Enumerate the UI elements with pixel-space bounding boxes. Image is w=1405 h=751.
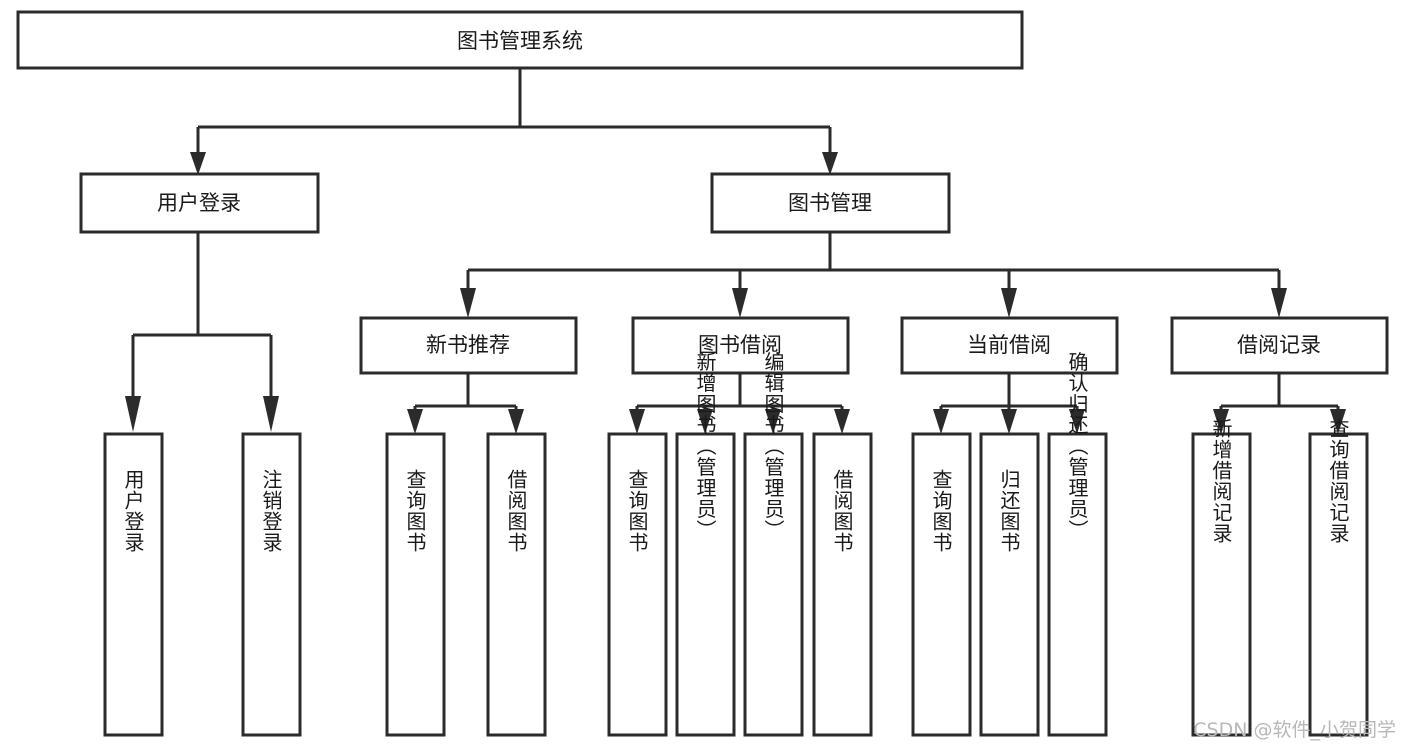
node-leaf-add-record-box[interactable] xyxy=(1191,432,1252,737)
node-leaf-borrow-book-1-label: 借阅图书 xyxy=(504,469,528,553)
arrow-head-leaf-query-book-1 xyxy=(407,409,423,434)
node-leaf-add-book-box[interactable] xyxy=(675,432,736,737)
node-leaf-query-record[interactable]: 查询借阅记录 xyxy=(1308,418,1369,737)
node-book-borrow-label: 图书借阅 xyxy=(698,333,782,357)
node-leaf-return-book-label: 归还图书 xyxy=(997,469,1021,553)
node-leaf-user-login-label: 用户登录 xyxy=(121,469,145,553)
arrow-head-leaf-query-book-3 xyxy=(933,409,949,434)
node-leaf-confirm-return-label: 确认归还（管理员） xyxy=(1065,351,1089,540)
arrow-head-new-book-rec xyxy=(460,288,476,318)
node-leaf-borrow-book-2-box[interactable] xyxy=(812,432,873,737)
node-borrow-record[interactable]: 借阅记录 xyxy=(1170,316,1389,375)
node-book-manage[interactable]: 图书管理 xyxy=(710,172,951,234)
node-leaf-query-book-1-box[interactable] xyxy=(385,432,446,737)
node-leaf-confirm-return-box[interactable] xyxy=(1047,432,1108,737)
node-leaf-query-book-3[interactable]: 查询图书 xyxy=(911,432,972,737)
node-leaf-logout-label: 注销登录 xyxy=(259,469,283,553)
arrow-head-leaf-borrow-book-1 xyxy=(508,409,524,434)
arrow-head-leaf-user-login xyxy=(125,396,141,432)
arrow-head-leaf-query-book-2 xyxy=(629,409,645,434)
node-leaf-query-book-3-box[interactable] xyxy=(911,432,972,737)
node-current-borrow[interactable]: 当前借阅 xyxy=(900,316,1119,375)
arrow-head-book-manage xyxy=(822,152,838,175)
node-leaf-query-book-2[interactable]: 查询图书 xyxy=(607,432,668,737)
node-leaf-query-record-label: 查询借阅记录 xyxy=(1326,418,1350,544)
node-leaf-borrow-book-1[interactable]: 借阅图书 xyxy=(486,432,547,737)
node-leaf-user-login-box[interactable] xyxy=(103,432,164,737)
node-leaf-query-book-1-label: 查询图书 xyxy=(403,469,427,553)
node-user-login-box[interactable] xyxy=(79,172,320,234)
node-new-book-rec-box[interactable] xyxy=(359,316,578,375)
node-borrow-record-box[interactable] xyxy=(1170,316,1389,375)
node-leaf-add-record[interactable]: 新增借阅记录 xyxy=(1191,418,1252,737)
node-new-book-rec-label: 新书推荐 xyxy=(426,333,510,357)
node-leaf-borrow-book-2-label: 借阅图书 xyxy=(830,469,854,553)
node-leaf-query-record-box[interactable] xyxy=(1308,432,1369,737)
node-root[interactable]: 图书管理系统 xyxy=(16,10,1024,70)
node-leaf-return-book-box[interactable] xyxy=(979,432,1040,737)
arrow-head-leaf-borrow-book-2 xyxy=(834,409,850,434)
node-leaf-query-book-2-label: 查询图书 xyxy=(625,469,649,553)
arrow-head-leaf-add-book xyxy=(697,409,713,434)
node-leaf-borrow-book-2[interactable]: 借阅图书 xyxy=(812,432,873,737)
node-root-label: 图书管理系统 xyxy=(457,29,583,53)
arrow-head-leaf-query-record xyxy=(1330,409,1346,434)
arrow-head-book-borrow xyxy=(732,288,748,318)
node-user-login-label: 用户登录 xyxy=(157,191,241,215)
node-new-book-rec[interactable]: 新书推荐 xyxy=(359,316,578,375)
node-leaf-query-book-3-label: 查询图书 xyxy=(929,469,953,553)
node-current-borrow-label: 当前借阅 xyxy=(967,333,1051,357)
node-leaf-confirm-return[interactable]: 确认归还（管理员） xyxy=(1047,351,1108,737)
node-leaf-borrow-book-1-box[interactable] xyxy=(486,432,547,737)
node-leaf-edit-book-label: 编辑图书（管理员） xyxy=(761,351,785,540)
node-book-manage-box[interactable] xyxy=(710,172,951,234)
arrow-head-leaf-return-book xyxy=(1001,409,1017,434)
node-leaf-logout-box[interactable] xyxy=(241,432,302,737)
node-book-borrow[interactable]: 图书借阅 xyxy=(631,316,850,375)
node-leaf-query-book-1[interactable]: 查询图书 xyxy=(385,432,446,737)
node-leaf-user-login[interactable]: 用户登录 xyxy=(103,432,164,737)
arrow-head-user-login xyxy=(190,152,206,175)
node-leaf-add-record-label: 新增借阅记录 xyxy=(1209,418,1233,544)
node-leaf-return-book[interactable]: 归还图书 xyxy=(979,432,1040,737)
connector-layer xyxy=(125,68,1346,434)
node-root-box[interactable] xyxy=(16,10,1024,70)
node-leaf-query-book-2-box[interactable] xyxy=(607,432,668,737)
arrow-head-leaf-logout xyxy=(263,396,279,432)
arrow-head-leaf-confirm-return xyxy=(1069,409,1085,434)
arrow-head-current-borrow xyxy=(1001,288,1017,318)
node-leaf-logout[interactable]: 注销登录 xyxy=(241,432,302,737)
watermark-label: CSDN @软件_小贺同学 xyxy=(1193,719,1396,741)
node-leaf-add-book-label: 新增图书（管理员） xyxy=(693,351,717,540)
node-leaf-edit-book[interactable]: 编辑图书（管理员） xyxy=(743,351,804,737)
node-leaf-edit-book-box[interactable] xyxy=(743,432,804,737)
arrow-head-leaf-add-record xyxy=(1213,409,1229,434)
node-user-login[interactable]: 用户登录 xyxy=(79,172,320,234)
arrow-head-leaf-edit-book xyxy=(765,409,781,434)
node-leaf-add-book[interactable]: 新增图书（管理员） xyxy=(675,351,736,737)
node-book-manage-label: 图书管理 xyxy=(788,191,872,215)
node-book-borrow-box[interactable] xyxy=(631,316,850,375)
node-borrow-record-label: 借阅记录 xyxy=(1237,333,1321,357)
node-current-borrow-box[interactable] xyxy=(900,316,1119,375)
arrow-head-borrow-record xyxy=(1271,288,1287,318)
